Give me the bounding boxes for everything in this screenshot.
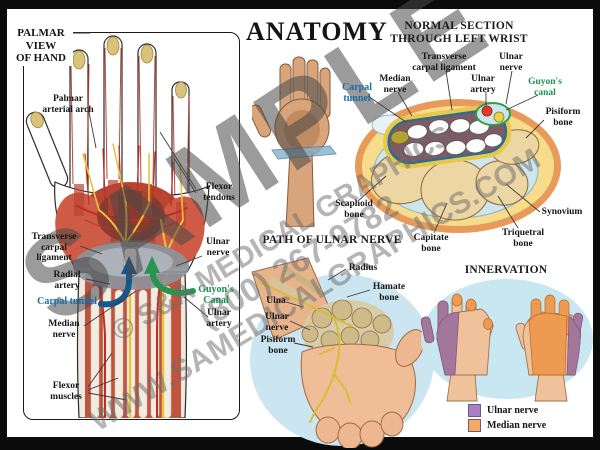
page-title: ANATOMY (246, 17, 388, 46)
legend-row-ulnar: Ulnar nerve (468, 404, 546, 417)
label-flexor-tendons: Flexor tendons (203, 182, 235, 203)
label-sec-median-nerve: Median nerve (379, 74, 411, 95)
label-sec-ulnar-artery: Ulnar artery (470, 74, 496, 95)
label-sec-capitate-bone: Capitate bone (413, 233, 449, 254)
label-sec-guyons-canal: Guyon's canal (528, 77, 562, 98)
guyons-canal-arrow (144, 256, 196, 296)
legend-row-median: Median nerve (468, 419, 546, 432)
label-radial-artery: Radial artery (53, 270, 81, 291)
label-sec-scaphoid-bone: Scaphoid bone (335, 199, 373, 220)
label-path-hamate-bone: Hamate bone (372, 282, 406, 303)
palmar-hand-illustration (25, 35, 210, 418)
overview-hand-illustration (252, 56, 337, 227)
ulnar-path-illustration (250, 257, 434, 448)
label-sec-transverse-carpal-ligament: Transverse carpal ligament (412, 52, 476, 73)
label-path-radius: Radius (348, 263, 378, 273)
palmar-view-panel (23, 32, 240, 420)
label-guyons-canal: Guyon's Canal (198, 284, 234, 307)
path-panel-title: PATH OF ULNAR NERVE (262, 234, 402, 246)
label-path-pisiform-bone: Pisiform bone (260, 335, 296, 356)
legend-ulnar-label: Ulnar nerve (487, 405, 539, 416)
label-ulnar-artery: Ulnar artery (206, 308, 232, 329)
label-sec-synovium: Synovium (541, 207, 583, 217)
label-palmar-arterial-arch: Palmar arterial arch (42, 94, 94, 115)
wrist-section-illustration (355, 99, 561, 233)
palmar-panel-title: PALMAR VIEW OF HAND (9, 26, 73, 66)
label-flexor-muscles: Flexor muscles (50, 381, 82, 402)
innervation-legend: Ulnar nerve Median nerve (468, 404, 546, 434)
innervation-panel-title: INNERVATION (464, 264, 548, 276)
label-overview-carpal-tunnel: Carpal tunnel (342, 82, 372, 105)
label-sec-triquetral-bone: Triquetral bone (501, 228, 545, 249)
label-carpal-tunnel: Carpal tunnel (37, 296, 97, 307)
label-path-ulna: Ulna (266, 296, 286, 306)
legend-median-label: Median nerve (487, 420, 547, 431)
label-ulnar-nerve: Ulnar nerve (206, 237, 230, 258)
median-nerve-swatch-icon (468, 419, 481, 432)
ulnar-nerve-swatch-icon (468, 404, 481, 417)
section-panel-title: NORMAL SECTION THROUGH LEFT WRIST (390, 20, 528, 45)
label-transverse-carpal-ligament: Transverse carpal ligament (31, 232, 77, 264)
label-sec-pisiform-bone: Pisiform bone (545, 107, 581, 128)
label-path-ulnar-nerve: Ulnar nerve (265, 312, 289, 333)
innervation-illustration (421, 279, 593, 402)
label-sec-ulnar-nerve: Ulnar nerve (499, 52, 523, 73)
label-median-nerve: Median nerve (48, 319, 80, 340)
